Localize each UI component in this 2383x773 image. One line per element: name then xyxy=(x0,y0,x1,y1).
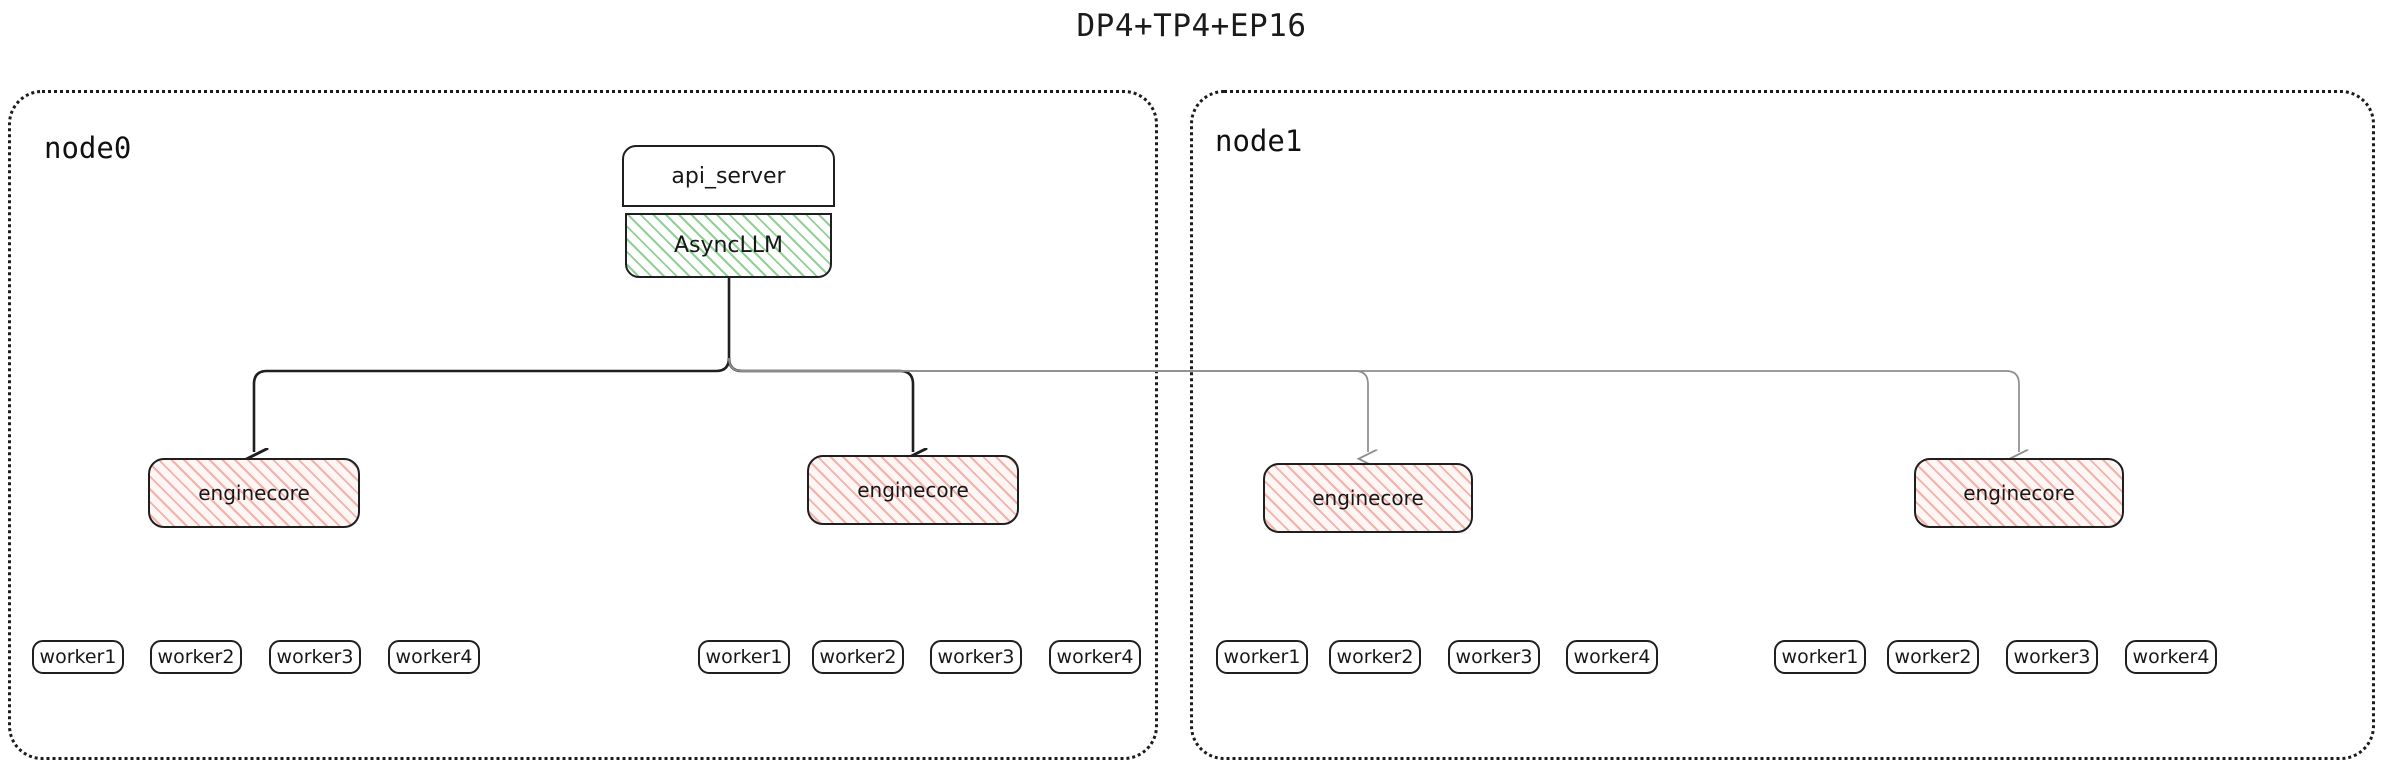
worker-box-2-1-label: worker2 xyxy=(1336,646,1414,668)
worker-box-2-1[interactable]: worker2 xyxy=(1329,640,1421,674)
worker-box-0-2-label: worker3 xyxy=(276,646,354,668)
worker-box-2-0-label: worker1 xyxy=(1223,646,1301,668)
worker-box-3-1[interactable]: worker2 xyxy=(1887,640,1979,674)
worker-box-3-3-label: worker4 xyxy=(2132,646,2210,668)
worker-box-1-0-label: worker1 xyxy=(705,646,783,668)
worker-box-2-2[interactable]: worker3 xyxy=(1448,640,1540,674)
worker-box-0-1-label: worker2 xyxy=(157,646,235,668)
worker-box-1-1[interactable]: worker2 xyxy=(812,640,904,674)
async-llm-box[interactable]: AsyncLLM xyxy=(625,213,832,278)
worker-box-0-3-label: worker4 xyxy=(395,646,473,668)
worker-box-1-2[interactable]: worker3 xyxy=(930,640,1022,674)
page-title: DP4+TP4+EP16 xyxy=(1076,8,1307,44)
node-label-node0: node0 xyxy=(44,131,132,165)
worker-box-1-2-label: worker3 xyxy=(937,646,1015,668)
api-server-box[interactable]: api_server xyxy=(622,145,835,207)
worker-box-1-3[interactable]: worker4 xyxy=(1049,640,1141,674)
worker-box-0-3[interactable]: worker4 xyxy=(388,640,480,674)
node-container-node0 xyxy=(8,90,1158,760)
wire xyxy=(727,357,913,452)
worker-box-3-2-label: worker3 xyxy=(2013,646,2091,668)
wire xyxy=(728,357,2019,452)
worker-box-1-0[interactable]: worker1 xyxy=(698,640,790,674)
worker-box-2-2-label: worker3 xyxy=(1455,646,1533,668)
enginecore-box-3-label: enginecore xyxy=(1963,481,2075,505)
worker-box-1-1-label: worker2 xyxy=(819,646,897,668)
enginecore-box-2-label: enginecore xyxy=(1312,486,1424,510)
worker-box-2-3-label: worker4 xyxy=(1573,646,1651,668)
node-label-node1: node1 xyxy=(1215,124,1303,158)
worker-box-3-2[interactable]: worker3 xyxy=(2006,640,2098,674)
worker-box-1-3-label: worker4 xyxy=(1056,646,1134,668)
worker-box-3-1-label: worker2 xyxy=(1894,646,1972,668)
enginecore-box-1[interactable]: enginecore xyxy=(807,455,1019,525)
worker-box-0-0-label: worker1 xyxy=(39,646,117,668)
worker-box-3-0[interactable]: worker1 xyxy=(1774,640,1866,674)
worker-box-0-2[interactable]: worker3 xyxy=(269,640,361,674)
enginecore-box-3[interactable]: enginecore xyxy=(1914,458,2124,528)
worker-box-0-0[interactable]: worker1 xyxy=(32,640,124,674)
worker-box-3-0-label: worker1 xyxy=(1781,646,1859,668)
api-server-box-label: api_server xyxy=(671,163,786,189)
enginecore-box-2[interactable]: enginecore xyxy=(1263,463,1473,533)
worker-box-3-3[interactable]: worker4 xyxy=(2125,640,2217,674)
enginecore-box-0[interactable]: enginecore xyxy=(148,458,360,528)
worker-box-2-3[interactable]: worker4 xyxy=(1566,640,1658,674)
worker-box-0-1[interactable]: worker2 xyxy=(150,640,242,674)
enginecore-box-0-label: enginecore xyxy=(198,481,310,505)
enginecore-box-1-label: enginecore xyxy=(857,478,969,502)
node-container-node1 xyxy=(1190,90,2375,760)
async-llm-box-label: AsyncLLM xyxy=(673,233,784,258)
wire xyxy=(254,357,731,452)
worker-box-2-0[interactable]: worker1 xyxy=(1216,640,1308,674)
